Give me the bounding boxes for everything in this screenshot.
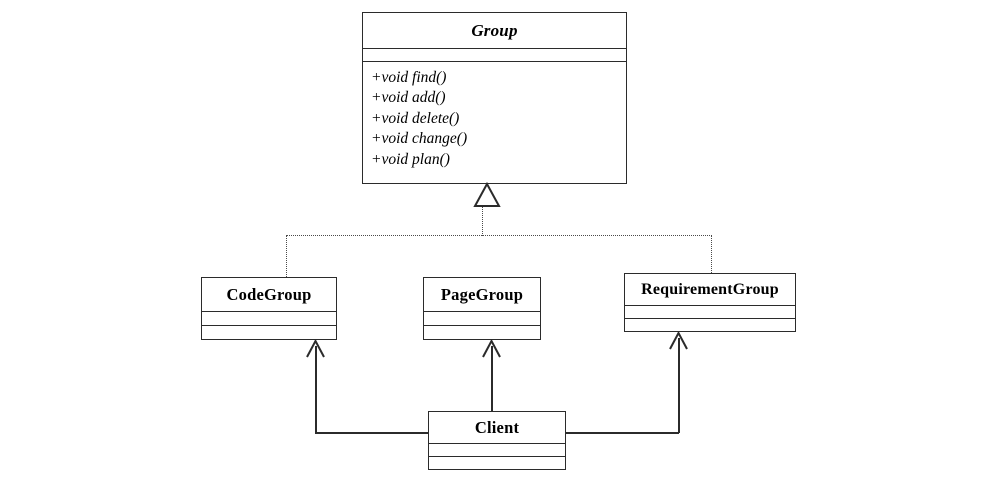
class-title-page-group: PageGroup — [424, 278, 540, 312]
class-title-client: Client — [429, 412, 565, 444]
class-box-client[interactable]: Client — [428, 411, 566, 470]
class-attributes-client — [429, 444, 565, 457]
class-title-requirement-group: RequirementGroup — [625, 274, 795, 306]
class-operations-client — [429, 457, 565, 469]
assoc-page-group-vertical — [491, 346, 493, 412]
realization-drop-code-group — [286, 235, 287, 277]
class-box-page-group[interactable]: PageGroup — [423, 277, 541, 340]
class-title-code-group: CodeGroup — [202, 278, 336, 312]
class-title-group: Group — [363, 13, 626, 49]
class-box-group[interactable]: Group +void find() +void add() +void del… — [362, 12, 627, 184]
operation-delete: +void delete() — [371, 109, 460, 127]
realization-stem-vertical — [482, 205, 483, 236]
class-box-code-group[interactable]: CodeGroup — [201, 277, 337, 340]
class-attributes-group — [363, 49, 626, 62]
operation-change: +void change() — [371, 130, 468, 148]
operation-find: +void find() — [371, 69, 447, 86]
assoc-code-group-horizontal — [315, 432, 429, 434]
realization-spine-horizontal — [286, 235, 712, 236]
assoc-requirement-group-horizontal — [565, 432, 679, 434]
class-box-requirement-group[interactable]: RequirementGroup — [624, 273, 796, 332]
realization-drop-requirement-group — [711, 235, 712, 273]
hollow-triangle-icon — [473, 181, 501, 207]
class-attributes-requirement-group — [625, 306, 795, 319]
class-operations-requirement-group — [625, 319, 795, 331]
operation-add: +void add() — [371, 89, 446, 107]
class-operations-page-group — [424, 326, 540, 339]
class-attributes-page-group — [424, 312, 540, 326]
class-operations-code-group — [202, 326, 336, 339]
class-operations-group: +void find() +void add() +void delete() … — [363, 62, 626, 183]
operation-plan: +void plan() — [371, 150, 450, 168]
assoc-requirement-group-vertical — [678, 338, 680, 433]
assoc-code-group-vertical — [315, 346, 317, 433]
class-attributes-code-group — [202, 312, 336, 326]
